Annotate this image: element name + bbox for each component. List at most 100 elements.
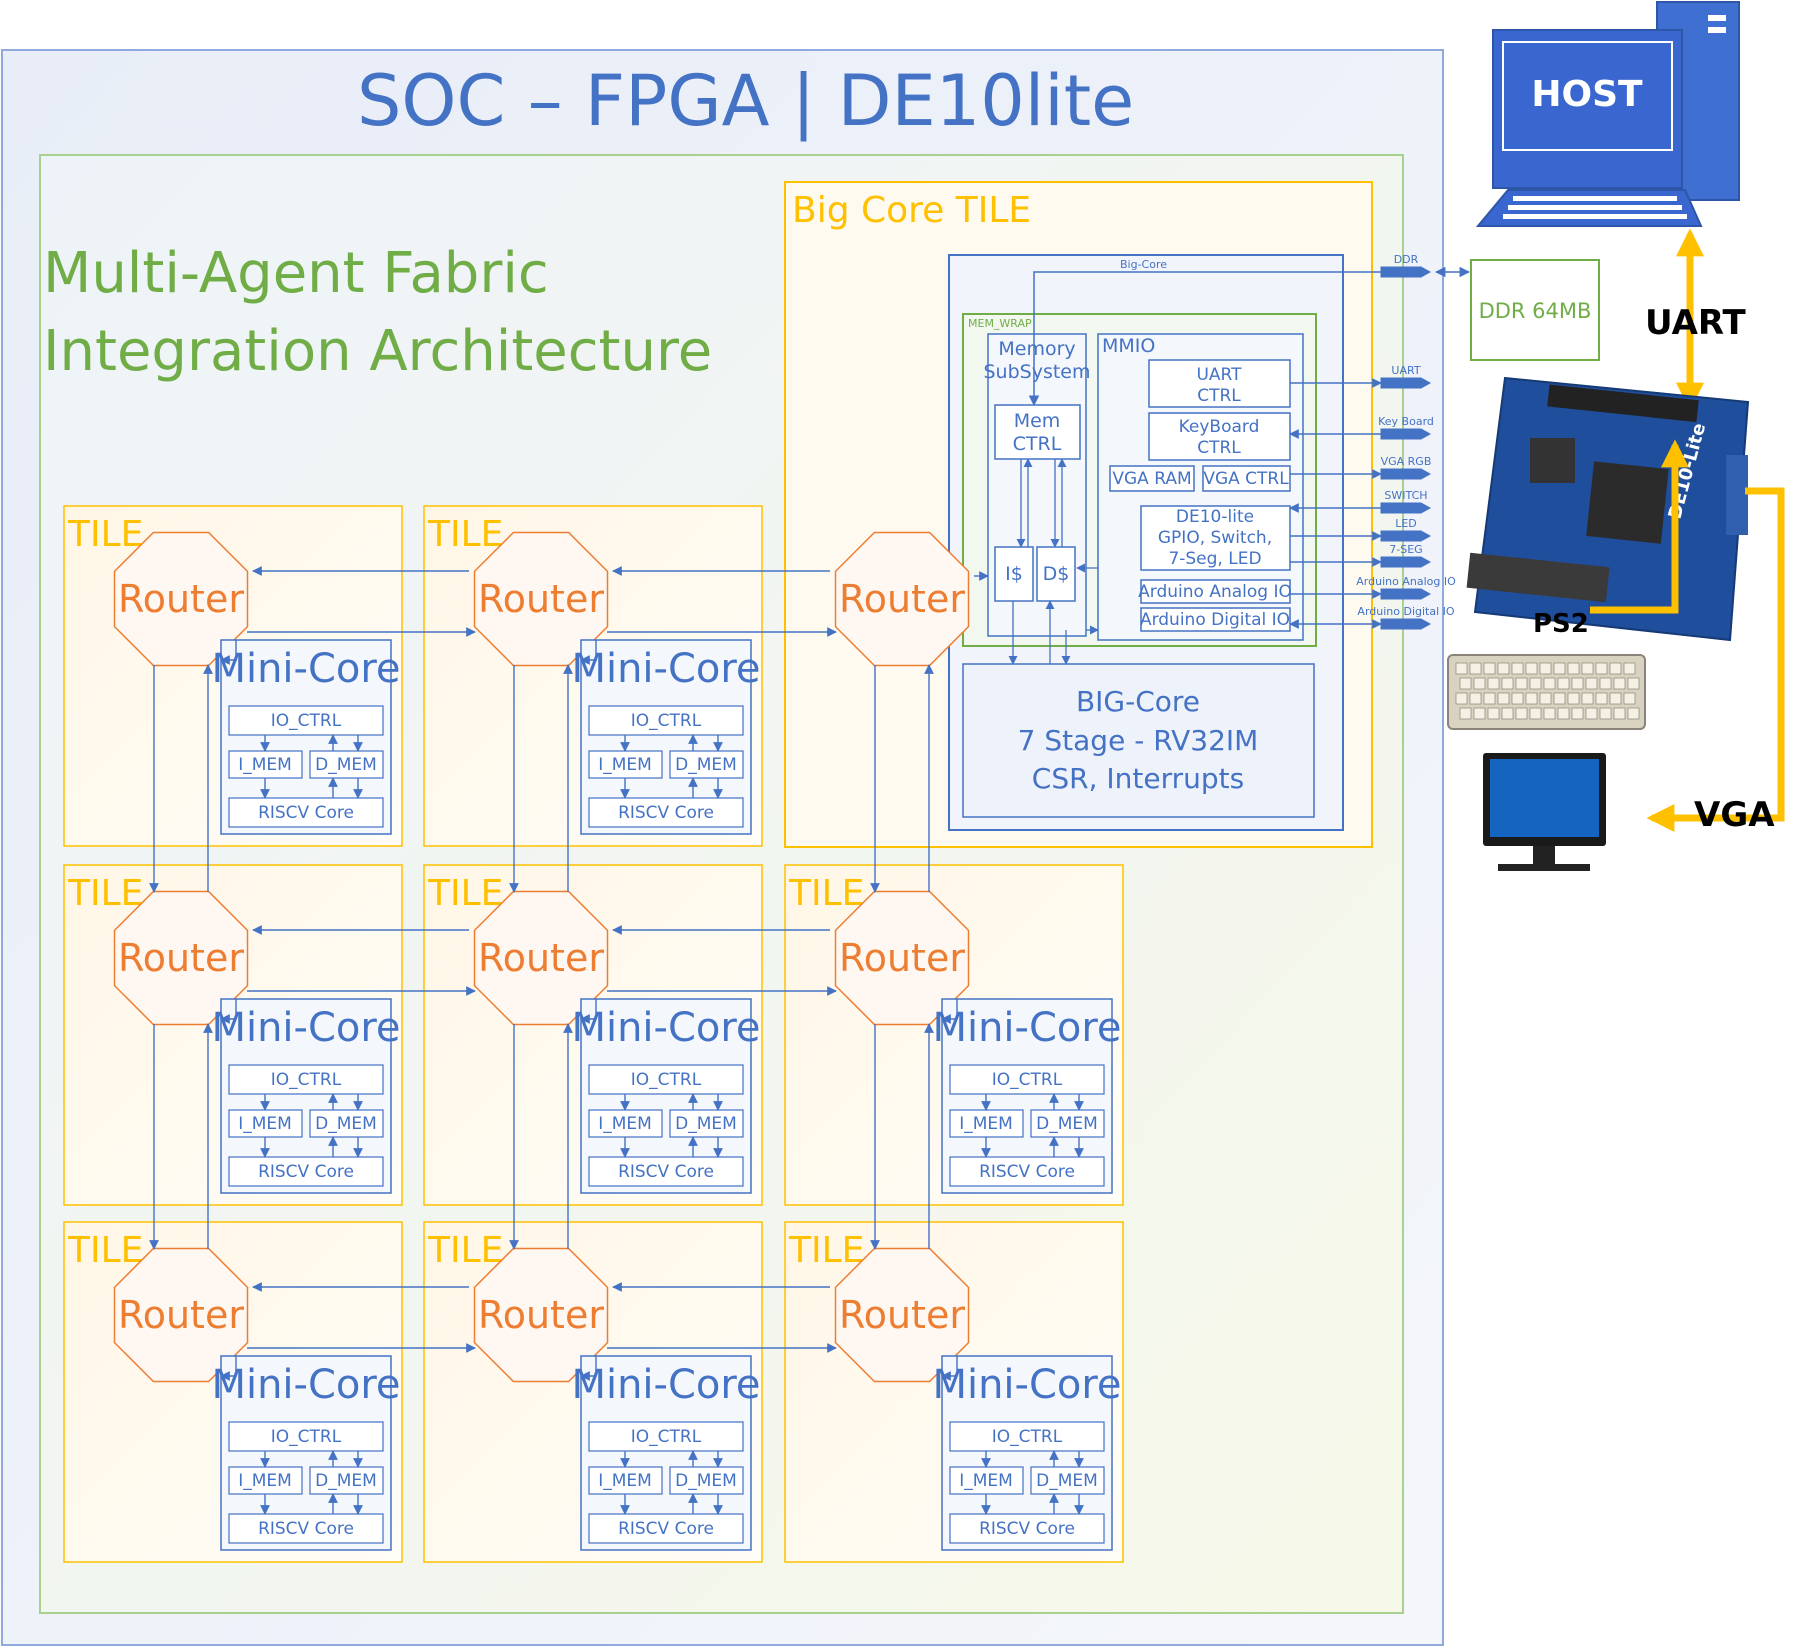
tile-label: TILE — [427, 514, 503, 555]
mmio-label: MMIO — [1102, 335, 1155, 357]
keyboard-key — [1529, 677, 1542, 690]
mini-core-title: Mini-Core — [571, 646, 760, 692]
port-label: 7-SEG — [1389, 543, 1422, 556]
keyboard-key — [1539, 662, 1552, 675]
imem-label: I_MEM — [238, 1471, 292, 1491]
ps2-label: PS2 — [1533, 609, 1589, 639]
router-label: Router — [839, 936, 965, 980]
router-node — [113, 1247, 249, 1383]
keyboard-key — [1585, 677, 1598, 690]
keyboard-key — [1539, 692, 1552, 705]
io-ctrl-label: IO_CTRL — [631, 1427, 702, 1447]
riscv-core-box — [588, 1156, 744, 1187]
port-label: Arduino Analog IO — [1356, 575, 1456, 588]
dmem-box — [669, 1466, 744, 1495]
de10-lite-board: DE10-Lite — [1466, 376, 1750, 642]
tower-slot-icon — [1708, 15, 1726, 21]
mini-core-title: Mini-Core — [211, 1005, 400, 1051]
keyboard-key — [1459, 677, 1472, 690]
uart-external-label: UART — [1645, 303, 1747, 343]
keyboard-key — [1473, 707, 1486, 720]
imem-box — [228, 1109, 303, 1138]
big-core-box — [962, 663, 1315, 818]
router-to-core — [580, 1356, 597, 1381]
riscv-core-label: RISCV Core — [618, 1519, 714, 1539]
vga-external-label: VGA — [1694, 795, 1775, 835]
keyboard-key — [1469, 662, 1482, 675]
io-ctrl-box — [588, 705, 744, 736]
dmem-label: D_MEM — [675, 755, 737, 775]
mini-core-title: Mini-Core — [932, 1005, 1121, 1051]
port-label: LED — [1395, 517, 1417, 530]
arduino-analog-label: Arduino Analog IO — [1138, 582, 1292, 602]
router-to-core — [220, 640, 237, 665]
arduino-digital-label: Arduino Digital IO — [1140, 610, 1290, 630]
imem-label: I_MEM — [959, 1114, 1013, 1134]
router-node — [113, 890, 249, 1026]
keyboard-key — [1483, 662, 1496, 675]
keyboard-key — [1525, 662, 1538, 675]
riscv-core-box — [588, 797, 744, 828]
router-label: Router — [478, 936, 604, 980]
big-core-tile: Big Core TILE MEM_WRAP Memory SubSystem … — [784, 181, 1381, 848]
keyboard-key — [1567, 692, 1580, 705]
keyboard-key — [1623, 662, 1636, 675]
router-to-core — [941, 999, 958, 1024]
port-connector — [1380, 266, 1432, 278]
memory-subsystem-label-1: Memory — [998, 338, 1075, 360]
keyboard-key — [1529, 707, 1542, 720]
keyboard-key — [1543, 677, 1556, 690]
tower-slot-icon — [1708, 27, 1726, 33]
fabric-title-line2: Integration Architecture — [43, 319, 712, 384]
host-label: HOST — [1531, 74, 1643, 115]
imem-label: I_MEM — [238, 1114, 292, 1134]
riscv-core-box — [588, 1513, 744, 1544]
router-node — [473, 1247, 609, 1383]
host-computer: HOST — [1475, 1, 1740, 227]
ddr-box — [1470, 259, 1600, 361]
keyboard-key — [1515, 707, 1528, 720]
icache-label: I$ — [1005, 563, 1023, 585]
port-label: SWITCH — [1384, 489, 1427, 502]
big-core-label-3: CSR, Interrupts — [1032, 762, 1244, 795]
port-label: UART — [1391, 364, 1420, 377]
riscv-core-label: RISCV Core — [979, 1519, 1075, 1539]
mini-core-title: Mini-Core — [571, 1362, 760, 1408]
riscv-core-box — [228, 1513, 384, 1544]
tile-label: TILE — [427, 873, 503, 914]
dcache-box — [1036, 546, 1076, 602]
big-core-bus — [1028, 271, 1381, 407]
keyboard-key — [1595, 692, 1608, 705]
vga-ctrl-label: VGA CTRL — [1203, 469, 1289, 489]
dmem-label: D_MEM — [1036, 1471, 1098, 1491]
dmem-box — [309, 750, 384, 779]
dmem-label: D_MEM — [675, 1471, 737, 1491]
vga-ram-label: VGA RAM — [1112, 469, 1191, 489]
io-ctrl-label: IO_CTRL — [992, 1070, 1063, 1090]
keyboard-key — [1571, 677, 1584, 690]
riscv-core-label: RISCV Core — [258, 1162, 354, 1182]
keyboard-key — [1543, 707, 1556, 720]
io-ctrl-label: IO_CTRL — [271, 711, 342, 731]
imem-label: I_MEM — [959, 1471, 1013, 1491]
keyboard-key — [1455, 692, 1468, 705]
port-connector — [1380, 377, 1432, 389]
big-core-label-1: BIG-Core — [1076, 685, 1200, 718]
vga-ram-box — [1109, 465, 1195, 492]
soc-title: SOC – FPGA | DE10lite — [357, 60, 1134, 142]
keyboard-key — [1599, 707, 1612, 720]
router-node — [473, 531, 609, 667]
keyboard-key — [1515, 677, 1528, 690]
keyboard-key — [1567, 662, 1580, 675]
router-label: Router — [118, 936, 244, 980]
keyboard-key — [1487, 677, 1500, 690]
keyboard-key — [1525, 692, 1538, 705]
router-label: Router — [478, 577, 604, 621]
port-connector — [1380, 618, 1432, 630]
